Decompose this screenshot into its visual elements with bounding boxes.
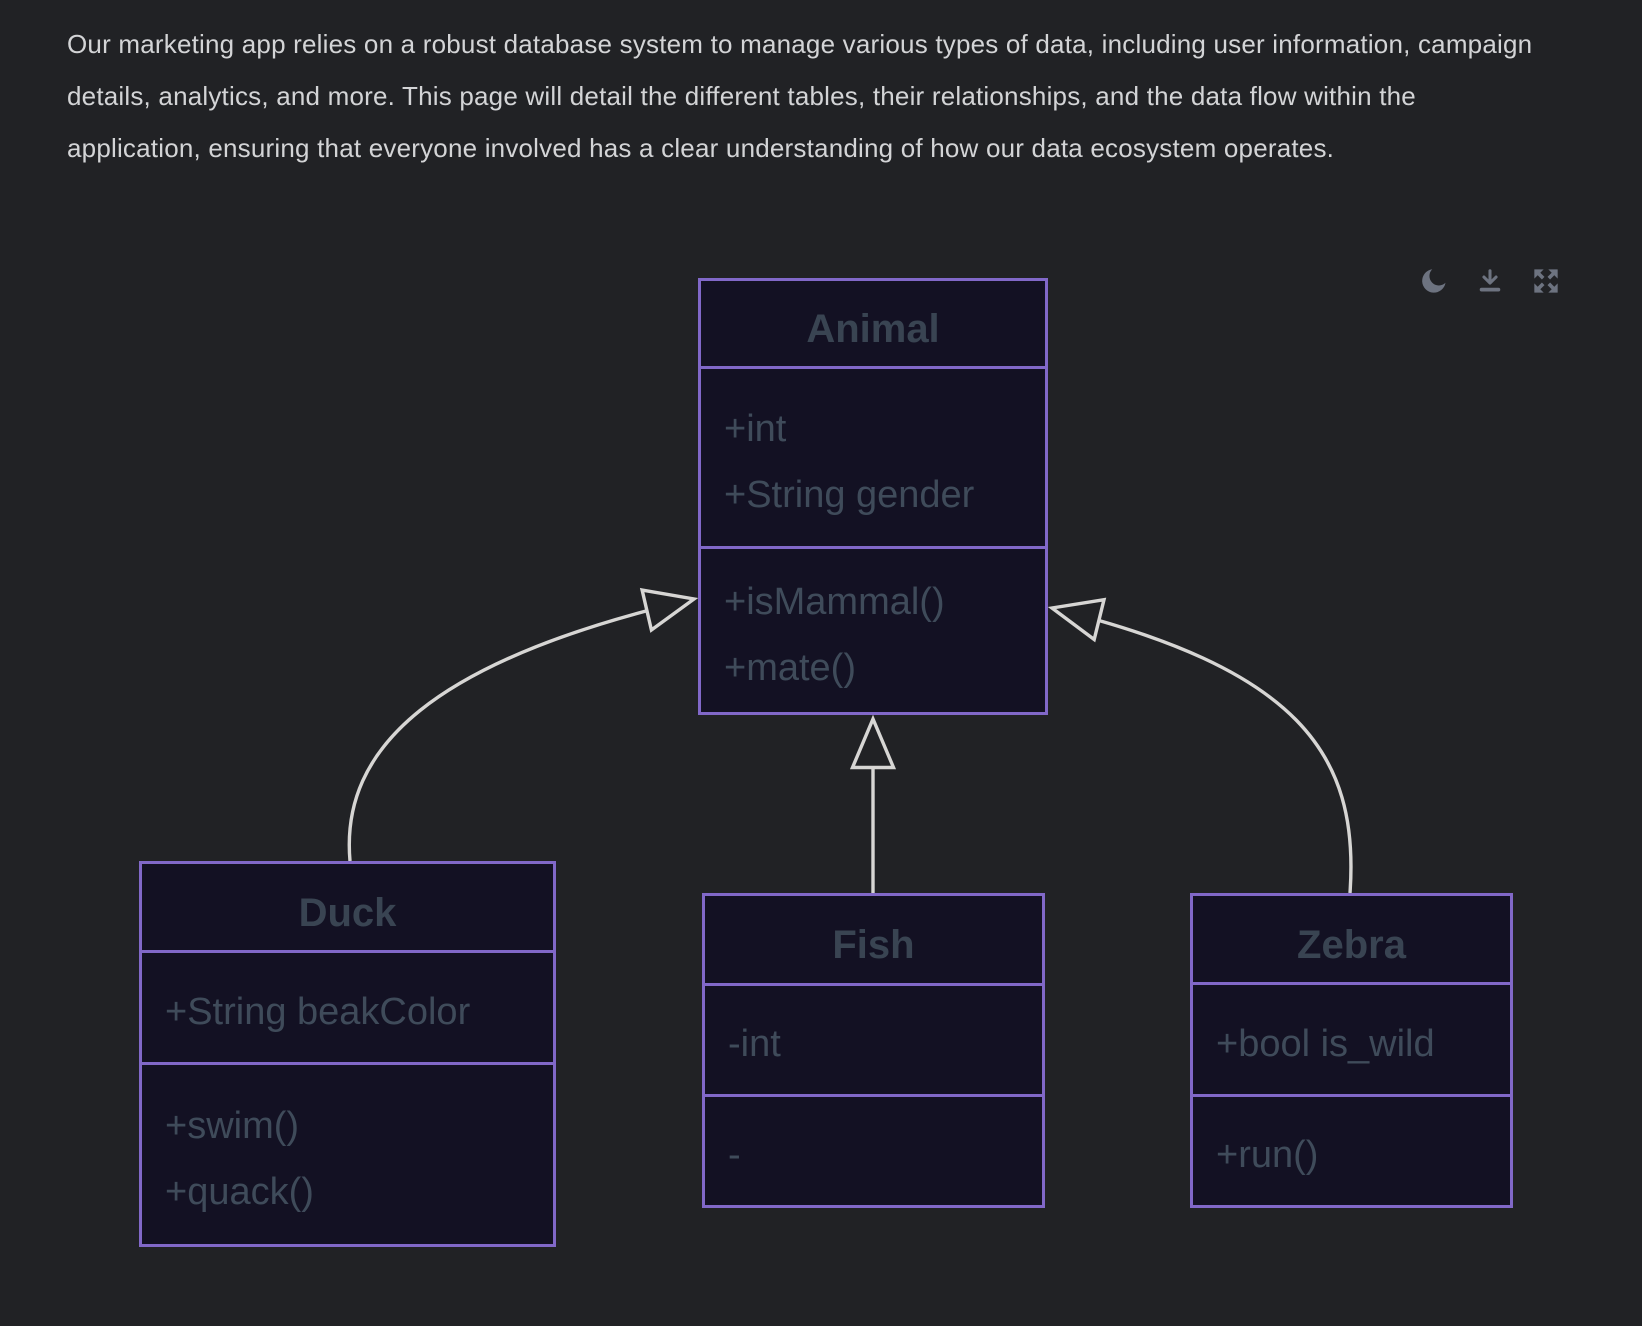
- class-box-zebra: Zebra +bool is_wild +run(): [1190, 893, 1513, 1208]
- attribute-line: -int: [728, 1023, 781, 1065]
- fullscreen-button[interactable]: [1531, 265, 1561, 297]
- attribute-line: +String beakColor: [165, 990, 471, 1033]
- class-methods: -: [705, 1097, 1042, 1205]
- class-title: Fish: [705, 896, 1042, 986]
- expand-arrows-icon: [1534, 269, 1558, 293]
- class-box-animal: Animal +int +String gender +isMammal() +…: [698, 278, 1048, 715]
- class-methods: +isMammal() +mate(): [701, 549, 1045, 712]
- class-attributes: +int +String gender: [701, 369, 1045, 549]
- class-box-fish: Fish -int -: [702, 893, 1045, 1208]
- method-line: -: [728, 1134, 741, 1176]
- class-title: Zebra: [1193, 896, 1510, 985]
- class-title: Duck: [142, 864, 553, 953]
- class-attributes: +bool is_wild: [1193, 985, 1510, 1097]
- edge-duck-extends-animal: [347, 587, 699, 862]
- class-box-duck: Duck +String beakColor +swim() +quack(): [139, 861, 556, 1247]
- method-line: +quack(): [165, 1170, 314, 1213]
- download-icon: [1479, 269, 1501, 292]
- class-methods: +swim() +quack(): [142, 1065, 553, 1244]
- diagram-controls: [1419, 265, 1561, 297]
- class-methods: +run(): [1193, 1097, 1510, 1205]
- moon-icon: [1422, 269, 1446, 293]
- method-line: +mate(): [724, 646, 856, 689]
- intro-paragraph: Our marketing app relies on a robust dat…: [67, 29, 1533, 163]
- download-button[interactable]: [1475, 265, 1505, 297]
- edge-zebra-extends-animal: [1047, 597, 1353, 894]
- dark-mode-toggle-button[interactable]: [1419, 265, 1449, 297]
- class-title: Animal: [701, 281, 1045, 369]
- attribute-line: +bool is_wild: [1216, 1022, 1435, 1065]
- class-attributes: -int: [705, 986, 1042, 1097]
- method-line: +run(): [1216, 1134, 1319, 1176]
- method-line: +isMammal(): [724, 580, 945, 623]
- attribute-line: +String gender: [724, 473, 975, 516]
- attribute-line: +int: [724, 407, 787, 450]
- class-attributes: +String beakColor: [142, 953, 553, 1065]
- method-line: +swim(): [165, 1104, 300, 1147]
